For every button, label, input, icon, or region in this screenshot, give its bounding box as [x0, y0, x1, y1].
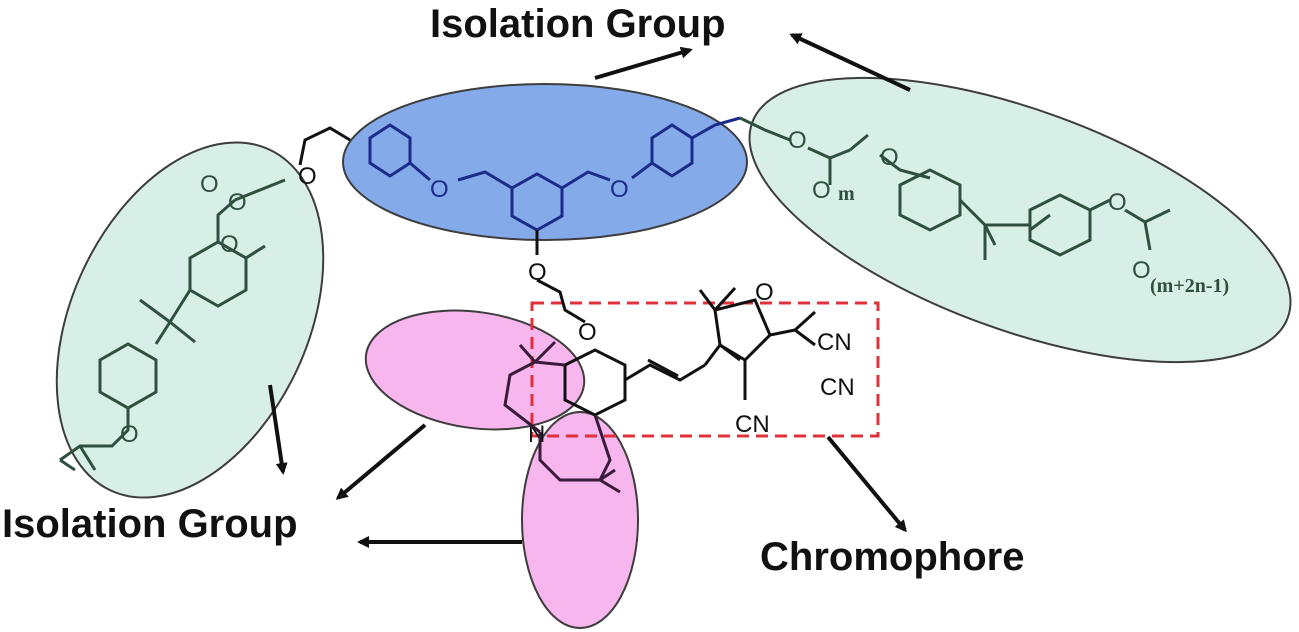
- arrow-right-to-top-label: [789, 33, 911, 92]
- left-chain-bonds: [59, 178, 286, 472]
- left-oxygen-4: O: [120, 421, 139, 448]
- pink-ring-bonds: [503, 340, 621, 494]
- core-ring-center: [510, 172, 564, 232]
- right-chain-bonds: [739, 116, 1051, 246]
- right-subscript-m2n1: (m+2n-1): [1150, 275, 1229, 297]
- chromophore-benzene-ring: [563, 348, 627, 417]
- right-ring-2: [1028, 193, 1092, 257]
- left-lower-ring: [98, 342, 158, 410]
- right-ring-1: [898, 168, 962, 232]
- cyano-group-2: CN: [820, 374, 855, 401]
- linker-oxygen-left: O: [298, 163, 317, 190]
- core-oxygen-left: O: [430, 176, 449, 203]
- label-isolation-group-bottom: Isolation Group: [2, 502, 298, 546]
- arrow-pink-left-to-bottom-label: [335, 423, 427, 500]
- left-linker-bonds: [298, 126, 351, 166]
- chromophore-furan-ring: [713, 298, 772, 362]
- arrow-blue-to-top-label: [594, 46, 693, 80]
- linker-oxygen-middle: O: [528, 259, 547, 286]
- core-to-chromophore-linker: [535, 230, 586, 324]
- cyano-group-1: CN: [817, 329, 852, 356]
- chromophore-methyl-bonds: [698, 286, 817, 400]
- core-oxygen-right: O: [610, 176, 629, 203]
- isolation-region-pink-left: [364, 309, 586, 431]
- right-oxygen-4: O: [1108, 189, 1127, 216]
- isolation-region-center-blue: [342, 83, 748, 241]
- right-subscript-m: m: [838, 183, 855, 205]
- label-chromophore: Chromophore: [760, 535, 1024, 579]
- right-ring-links: [958, 198, 1171, 260]
- left-oxygen-2: O: [200, 171, 219, 198]
- chromophore-bridge: [624, 342, 741, 382]
- right-oxygen-3: O: [880, 144, 899, 171]
- isolation-region-right: [748, 76, 1292, 364]
- arrow-left-to-bottom-label: [268, 384, 288, 475]
- chromophore-box: [530, 301, 880, 438]
- core-chain-bonds: [409, 116, 741, 190]
- furan-oxygen: O: [755, 279, 774, 306]
- isolation-region-pink-bottom: [521, 411, 639, 629]
- right-oxygen-5: O: [1132, 257, 1151, 284]
- arrow-box-to-chromophore-label: [826, 435, 907, 533]
- left-oxygen-1: O: [228, 189, 247, 216]
- right-oxygen-1: O: [788, 127, 807, 154]
- chromophore-oxygen: O: [578, 319, 597, 346]
- label-isolation-group-top: Isolation Group: [430, 2, 726, 46]
- cyano-group-3: CN: [735, 411, 770, 438]
- right-oxygen-2: O: [812, 177, 831, 204]
- left-oxygen-3: O: [220, 231, 239, 258]
- isolation-region-left: [55, 141, 325, 499]
